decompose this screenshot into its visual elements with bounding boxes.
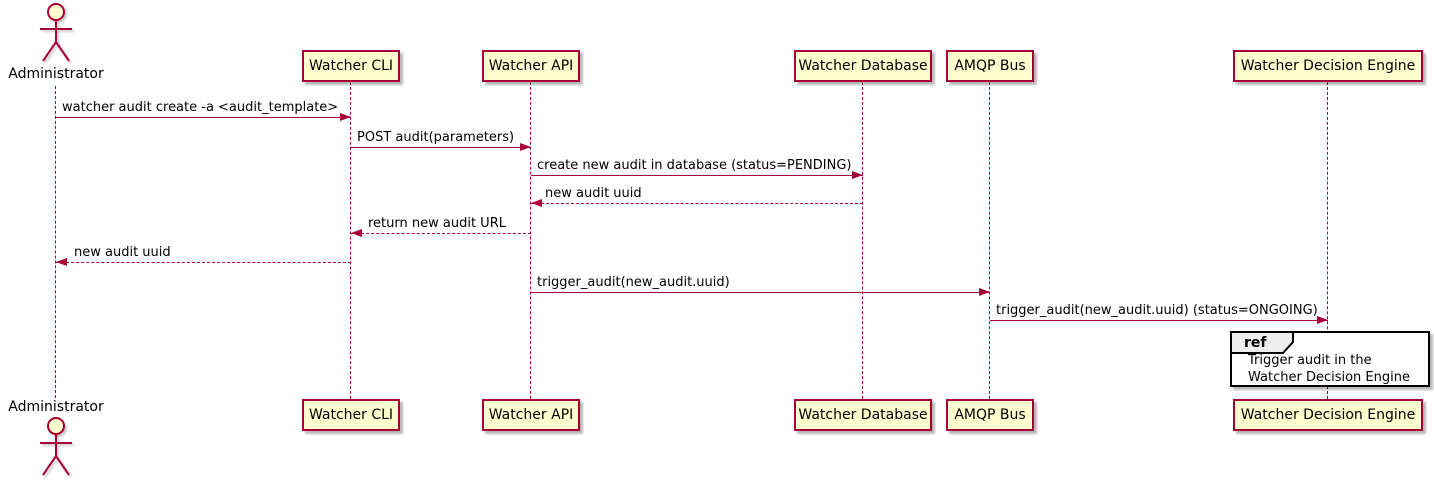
message-line [531,203,863,204]
message-label: POST audit(parameters) [357,130,515,145]
message-line [531,175,863,176]
message-line [56,262,351,263]
actor-icon [40,3,72,62]
message-label: watcher audit create -a <audit_template> [62,100,339,115]
ref-tab-icon [1230,331,1294,354]
participant-bottom-amqp-bus: AMQP Bus [946,399,1034,431]
lifeline-watcher-decision-engine [1327,82,1328,399]
actor-label-bottom: Administrator [8,399,104,415]
message-line [531,292,990,293]
message-line [351,233,531,234]
participant-top-watcher-decision-engine: Watcher Decision Engine [1233,50,1423,82]
participant-top-watcher-database: Watcher Database [794,50,932,82]
ref-keyword: ref [1244,335,1267,351]
arrowhead-icon [340,113,351,121]
arrowhead-icon [531,199,542,207]
lifeline-amqp-bus [989,82,990,399]
message-label: trigger_audit(new_audit.uuid) [537,275,730,290]
message-line [990,320,1328,321]
participant-bottom-watcher-decision-engine: Watcher Decision Engine [1233,399,1423,431]
arrowhead-icon [852,171,863,179]
participant-bottom-watcher-cli: Watcher CLI [302,399,400,431]
actor-label-top: Administrator [8,66,104,82]
arrowhead-icon [520,143,531,151]
arrowhead-icon [979,288,990,296]
participant-bottom-watcher-database: Watcher Database [794,399,932,431]
message-line [56,117,351,118]
message-label: create new audit in database (status=PEN… [537,158,852,173]
lifeline-watcher-api [530,82,531,399]
arrowhead-icon [351,229,362,237]
participant-top-watcher-cli: Watcher CLI [302,50,400,82]
participant-top-amqp-bus: AMQP Bus [946,50,1034,82]
lifeline-watcher-database [862,82,863,399]
message-label: trigger_audit(new_audit.uuid) (status=ON… [996,303,1318,318]
message-label: new audit uuid [545,186,642,201]
message-label: return new audit URL [368,216,506,231]
participant-bottom-watcher-api: Watcher API [482,399,580,431]
participant-top-watcher-api: Watcher API [482,50,580,82]
lifeline-administrator [55,86,56,398]
message-label: new audit uuid [74,245,171,260]
arrowhead-icon [1317,316,1328,324]
message-line [351,147,531,148]
ref-text-line: Trigger audit in the [1248,353,1372,368]
lifeline-watcher-cli [350,82,351,399]
ref-text-line: Watcher Decision Engine [1248,370,1410,385]
actor-icon [40,417,72,476]
arrowhead-icon [56,258,67,266]
ref-fragment: ref Trigger audit in the Watcher Decisio… [1230,331,1430,387]
